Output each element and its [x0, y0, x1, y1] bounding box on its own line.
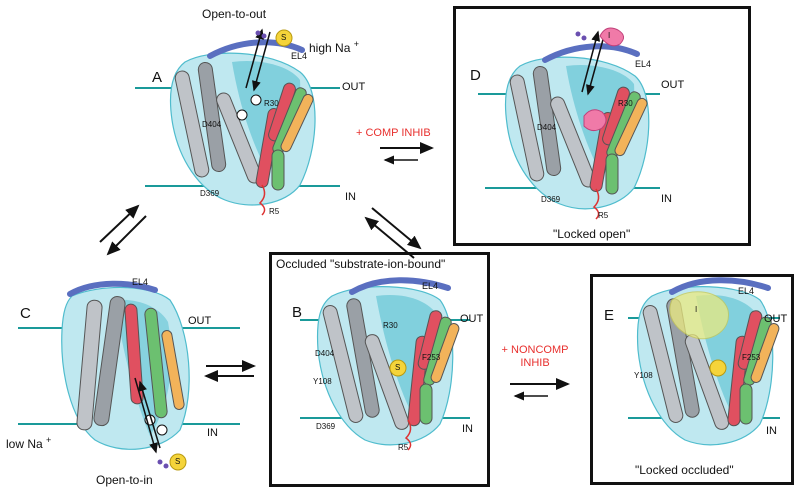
panel-d-arrow-out: [581, 30, 601, 93]
panel-a-helix-6b: [271, 149, 285, 191]
panel-d-residue-d404: D404: [537, 123, 557, 132]
panel-e-residue-y108: Y108: [634, 371, 653, 380]
panel-d-el4-label: EL4: [635, 59, 652, 69]
panel-a-helix-2a: [280, 93, 314, 153]
panel-a-state-title: Open-to-out: [202, 7, 267, 21]
panel-e-bound-noncomp-inhibitor: [669, 291, 729, 340]
panel-a-ion-1: [261, 33, 267, 39]
panel-d-residue-d369: D369: [541, 195, 561, 204]
panel-d-out-label: OUT: [661, 79, 685, 91]
panel-a-transporter: [135, 28, 340, 216]
noncomp-inhib-line2: INHIB: [520, 357, 550, 370]
panel-a-plus-charge: [236, 109, 248, 121]
panel-b-out-label: OUT: [460, 313, 484, 325]
panel-a-residue-r5: R5: [269, 207, 280, 216]
transition-a-c: [99, 204, 147, 256]
panel-c-el4-loop: [67, 280, 158, 297]
panel-a-ligand: S: [281, 33, 287, 42]
panel-b-residue-d369: D369: [316, 422, 336, 431]
panel-c-condition: low Na +: [6, 435, 52, 451]
panel-d-bound-inhibitor: [583, 109, 607, 132]
panel-d-transporter: [478, 27, 660, 220]
panel-b-residue-r30: R30: [383, 321, 398, 330]
panel-d-arrow-in: [586, 35, 605, 96]
panel-a-in-label: IN: [345, 191, 356, 203]
noncomp-inhib-label: + NONCOMP INHIB: [500, 344, 570, 370]
panel-c-state-title: Open-to-in: [96, 473, 153, 487]
panel-c-substrate: [169, 453, 187, 471]
panel-b-letter: B: [292, 304, 303, 321]
panel-a-helix-gray-2: [197, 61, 227, 173]
transition-c-b: [204, 360, 256, 382]
panel-a-out-label: OUT: [342, 81, 366, 93]
panel-d-ligand: I: [608, 31, 611, 40]
panel-c-letter: C: [20, 305, 31, 322]
panel-b-transporter: [300, 277, 470, 451]
panel-e-el4-label: EL4: [738, 286, 755, 296]
panel-a-arrow-out: [245, 28, 264, 89]
panel-b-state-title: Occluded "substrate-ion-bound": [276, 257, 446, 271]
panel-b-frame: [269, 252, 490, 487]
panel-a-residue-d369: D369: [200, 189, 220, 198]
panel-d-in-label: IN: [661, 193, 672, 205]
transition-b-e: [510, 378, 570, 401]
panel-c-ligand: S: [175, 457, 181, 466]
panel-c-arrow-out: [138, 380, 161, 449]
panel-b-residue-f253: F253: [422, 353, 441, 362]
panel-e-ligand: I: [695, 305, 698, 314]
panel-c-transporter: [18, 280, 240, 471]
panel-d-caption: "Locked open": [553, 227, 631, 241]
panel-c-out-label: OUT: [188, 315, 212, 327]
panel-b-substrate: [389, 359, 407, 377]
panel-a-residue-r30: R30: [264, 99, 279, 108]
panel-b-residue-y108: Y108: [313, 377, 332, 386]
panel-e-residue-f253: F253: [742, 353, 761, 362]
panel-a-el4-label: EL4: [291, 51, 308, 61]
panel-e-el4-loop: [669, 277, 771, 295]
panel-c-in-label: IN: [207, 427, 218, 439]
panel-e-frame: [590, 274, 794, 485]
comp-inhib-label: + COMP INHIB: [356, 127, 431, 139]
panel-e-letter: E: [604, 307, 615, 324]
panel-d-letter: D: [470, 67, 481, 84]
panel-a-helix-gray-1: [174, 70, 210, 178]
panel-a-ion-2: [255, 30, 261, 36]
panel-e-out-label: OUT: [764, 313, 788, 325]
panel-b-in-label: IN: [462, 423, 473, 435]
transition-a-b: [364, 207, 422, 259]
panel-b-ligand: S: [395, 363, 401, 372]
noncomp-inhib-line1: + NONCOMP: [501, 344, 569, 356]
panel-a-arrow-in: [252, 31, 271, 92]
panel-e-in-label: IN: [766, 425, 777, 437]
panel-a-minus-charge: [250, 94, 262, 106]
panel-a-substrate: [275, 29, 293, 47]
panel-d-frame: [453, 6, 751, 246]
panel-e-caption: "Locked occluded": [635, 463, 734, 477]
transition-a-d: [380, 142, 434, 165]
panel-a-el4-loop: [207, 39, 305, 59]
panel-e-substrate: [709, 359, 727, 377]
panel-d-residue-r30: R30: [618, 99, 633, 108]
panel-b-el4-label: EL4: [422, 281, 439, 291]
panel-a-residue-d404: D404: [202, 120, 222, 129]
panel-b-el4-loop: [349, 277, 451, 295]
panel-d-free-inhibitor: [599, 27, 624, 47]
panel-b-residue-r5: R5: [398, 443, 409, 452]
panel-b-residue-d404: D404: [315, 349, 335, 358]
panel-a-r5-tail: [258, 184, 266, 216]
panel-e-transporter: [628, 277, 780, 446]
panel-d-el4-loop: [542, 43, 640, 63]
panel-a-letter: A: [152, 69, 163, 86]
panel-c-el4-label: EL4: [132, 277, 149, 287]
panel-a-condition: high Na +: [309, 39, 359, 55]
panel-d-residue-r5: R5: [598, 211, 609, 220]
